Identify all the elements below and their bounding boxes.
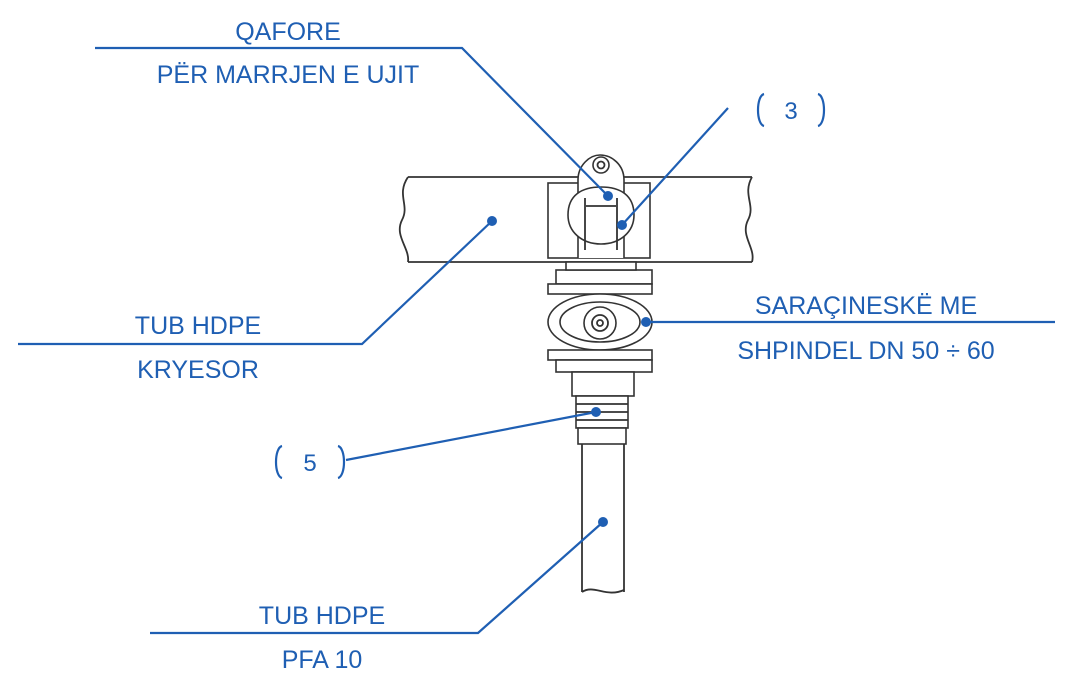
gate-valve bbox=[547, 261, 653, 397]
branch-pipe-callout bbox=[150, 517, 608, 635]
valve-label-line1: SARAÇINESKË ME bbox=[755, 292, 977, 320]
valve-label-line2: SHPINDEL DN 50 ÷ 60 bbox=[737, 337, 994, 365]
saddle-clamp bbox=[547, 154, 651, 259]
branch-pipe-label-line2: PFA 10 bbox=[282, 646, 363, 674]
qafore-label-line1: QAFORE bbox=[235, 18, 341, 46]
compression-fitting bbox=[575, 395, 629, 445]
callout-3-group bbox=[617, 92, 826, 230]
qafore-callout bbox=[95, 46, 613, 201]
valve-callout bbox=[641, 317, 1055, 327]
callout-5-group bbox=[274, 407, 601, 480]
callout-3-number: 3 bbox=[784, 98, 797, 125]
main-pipe-label-line2: KRYESOR bbox=[137, 356, 259, 384]
branch-pipe-label-line1: TUB HDPE bbox=[259, 602, 385, 630]
callout-5-number: 5 bbox=[303, 450, 316, 477]
branch-pipe bbox=[581, 444, 625, 594]
main-pipe-label-line1: TUB HDPE bbox=[135, 312, 261, 340]
main-pipe-callout bbox=[18, 216, 497, 346]
qafore-label-line2: PËR MARRJEN E UJIT bbox=[157, 61, 420, 89]
